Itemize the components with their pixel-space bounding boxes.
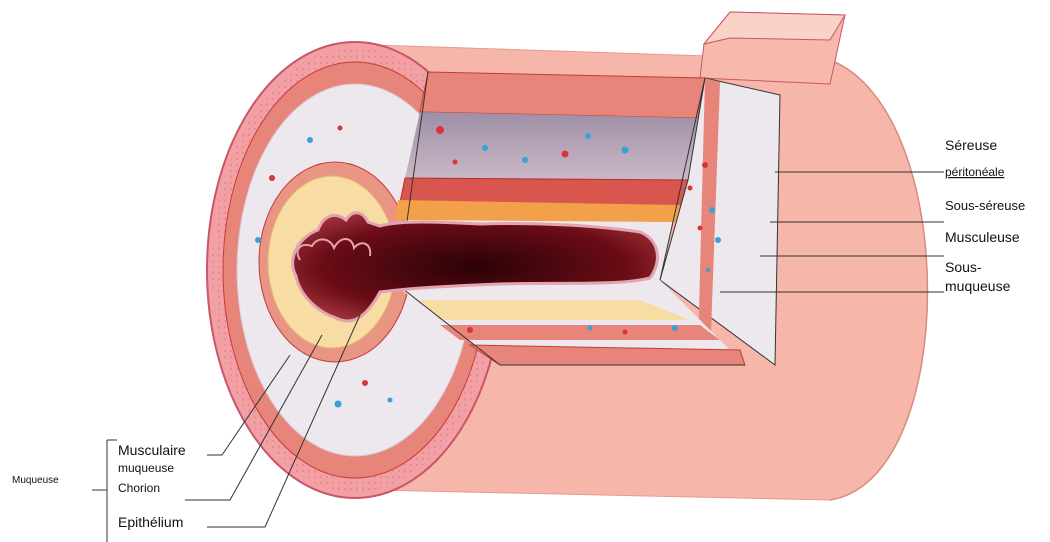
label-epithelium: Epithélium [118,514,183,530]
label-musculaire-2: muqueuse [118,461,174,475]
label-sous-muqueuse-1: Sous- [945,259,982,275]
label-musculeuse: Musculeuse [945,229,1020,245]
label-sous-muqueuse-2: muqueuse [945,278,1011,294]
label-musculaire-1: Musculaire [118,442,186,458]
label-sereuse: Séreuse [945,137,997,153]
label-peritoneale: péritonéale [945,165,1005,179]
label-sous-sereuse: Sous-séreuse [945,198,1025,213]
label-chorion: Chorion [118,481,160,495]
cutaway-section [395,72,780,365]
left-labels: Musculaire muqueuse Chorion Epithélium M… [12,442,186,530]
label-muqueuse: Muqueuse [12,475,59,486]
right-labels: Séreuse péritonéale Sous-séreuse Muscule… [945,137,1025,294]
